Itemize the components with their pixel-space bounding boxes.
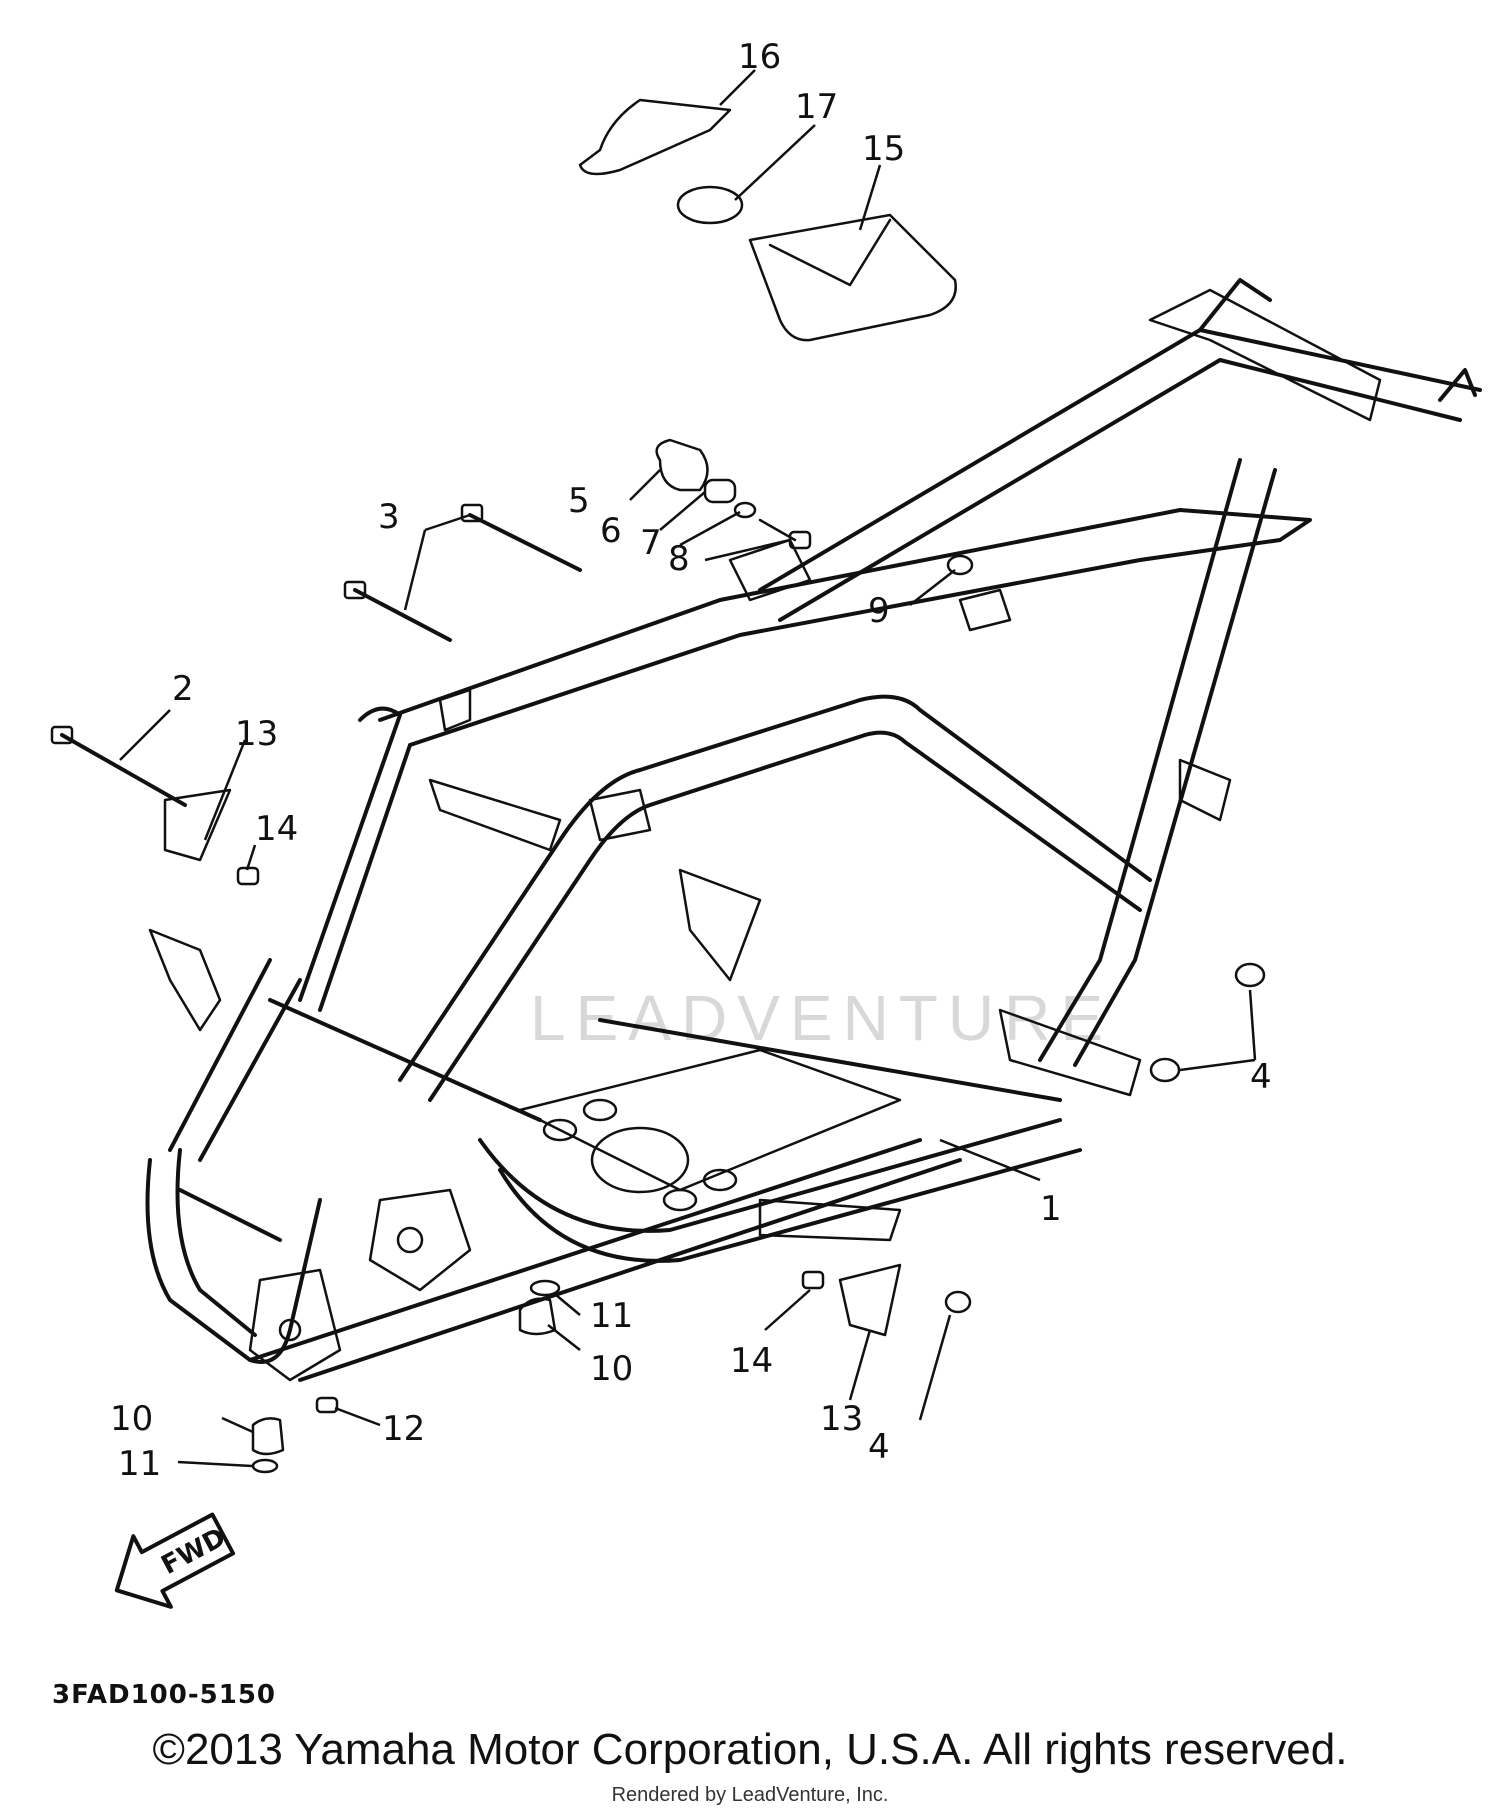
callout-17: 17 <box>795 87 838 127</box>
callout-12: 12 <box>382 1409 425 1449</box>
frame-drawing <box>145 278 1482 1382</box>
fwd-arrow-icon: FWD <box>114 1512 236 1609</box>
callout-7: 7 <box>640 523 662 563</box>
callout-2: 2 <box>172 669 194 709</box>
copyright-notice: ©2013 Yamaha Motor Corporation, U.S.A. A… <box>152 1725 1348 1774</box>
callout-10-left: 10 <box>110 1399 153 1439</box>
callout-3: 3 <box>378 497 400 537</box>
rendered-by-notice: Rendered by LeadVenture, Inc. <box>611 1784 889 1806</box>
callout-13-right: 13 <box>820 1399 863 1439</box>
callout-8: 8 <box>668 539 690 579</box>
callout-9: 9 <box>868 591 890 631</box>
loose-parts <box>50 98 1266 1474</box>
callout-13-left: 13 <box>235 714 278 754</box>
callout-15: 15 <box>862 129 905 169</box>
callout-11-right: 11 <box>590 1296 633 1336</box>
leader-lines <box>119 69 1257 1468</box>
callout-4-bottom: 4 <box>868 1427 890 1467</box>
callout-11-left: 11 <box>118 1444 161 1484</box>
callout-1: 1 <box>1040 1189 1062 1229</box>
callout-14-right: 14 <box>730 1341 773 1381</box>
callout-5: 5 <box>568 481 590 521</box>
drawing-code: 3FAD100-5150 <box>52 1680 276 1710</box>
callout-4-right: 4 <box>1250 1057 1272 1097</box>
callout-labels: 1 2 3 4 4 4 5 6 7 8 9 10 10 11 11 12 13 … <box>110 37 1272 1484</box>
callout-14-left: 14 <box>255 809 298 849</box>
callout-6: 6 <box>600 511 622 551</box>
callout-16: 16 <box>738 37 781 77</box>
callout-10-right: 10 <box>590 1349 633 1389</box>
